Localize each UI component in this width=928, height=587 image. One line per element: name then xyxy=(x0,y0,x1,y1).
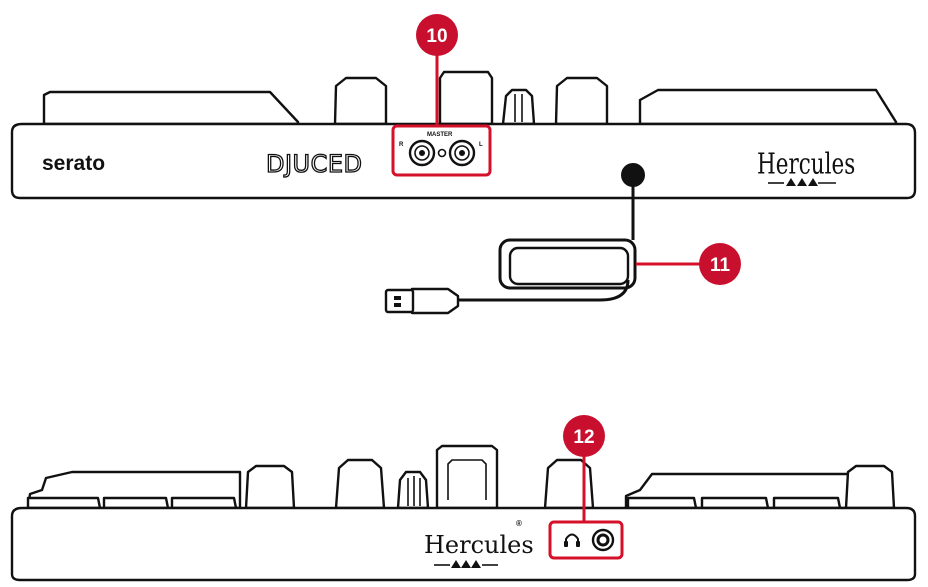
center-knob xyxy=(501,88,536,126)
headphone-output-highlight xyxy=(548,520,624,560)
right-pad-strip-3 xyxy=(772,496,842,510)
master-right-label: R xyxy=(399,142,404,148)
right-pad-strip-1 xyxy=(626,496,698,510)
left-pad-strip-2 xyxy=(102,496,170,510)
left-pad-strip-3 xyxy=(170,496,238,510)
usb-cable-port xyxy=(621,163,645,187)
crossfader-inner xyxy=(447,459,487,500)
right-jog-deck xyxy=(638,88,898,126)
left-fader-cap-bottom xyxy=(334,458,386,510)
bottom-controller-body xyxy=(10,506,917,582)
crossfader-block xyxy=(438,70,494,126)
cable-coil-outer xyxy=(498,238,637,290)
callout-11-badge xyxy=(699,243,741,285)
left-fader-cap xyxy=(333,76,388,126)
hercules-logo-top: Hercules xyxy=(757,146,855,180)
callout-10-badge xyxy=(416,14,458,56)
djuced-logo: DJUCED xyxy=(266,150,363,178)
callout-10-number: 10 xyxy=(426,26,447,47)
callout-12-number: 12 xyxy=(573,427,594,448)
left-pad-strip-1 xyxy=(26,496,102,510)
master-label: MASTER xyxy=(427,132,453,138)
headphone-icon xyxy=(564,533,580,547)
cable-coil-inner xyxy=(508,246,630,286)
rca-jack-icon-left[interactable] xyxy=(448,139,476,167)
right-tall-knob xyxy=(844,464,896,510)
usb-plug-icon[interactable] xyxy=(384,287,460,315)
rca-jack-icon[interactable] xyxy=(408,139,436,167)
hercules-triangles-top xyxy=(768,178,836,186)
usb-cable: 11 xyxy=(384,163,741,315)
right-fader-cap xyxy=(554,76,609,126)
serato-logo: serato xyxy=(42,152,105,175)
callout-11-number: 11 xyxy=(710,255,731,276)
master-left-label: L xyxy=(479,142,483,148)
headphone-jack-icon[interactable] xyxy=(591,528,615,552)
right-fader-cap-bottom xyxy=(543,458,595,510)
bottom-controller-view: Hercules ® 12 xyxy=(10,415,917,582)
hercules-logo-bottom: Hercules xyxy=(424,531,534,559)
hercules-trademark: ® xyxy=(516,519,522,528)
callout-12-badge xyxy=(563,415,605,457)
master-output-highlight xyxy=(391,124,492,177)
left-tall-knob xyxy=(244,464,296,510)
left-jog-deck xyxy=(42,90,300,126)
top-controller-view: serato DJUCED Hercules MASTER R L 10 xyxy=(10,14,917,200)
hercules-triangles-bottom xyxy=(434,560,498,568)
center-knob-bottom xyxy=(396,470,430,510)
right-pad-strip-2 xyxy=(700,496,770,510)
master-center-dot xyxy=(437,148,447,158)
